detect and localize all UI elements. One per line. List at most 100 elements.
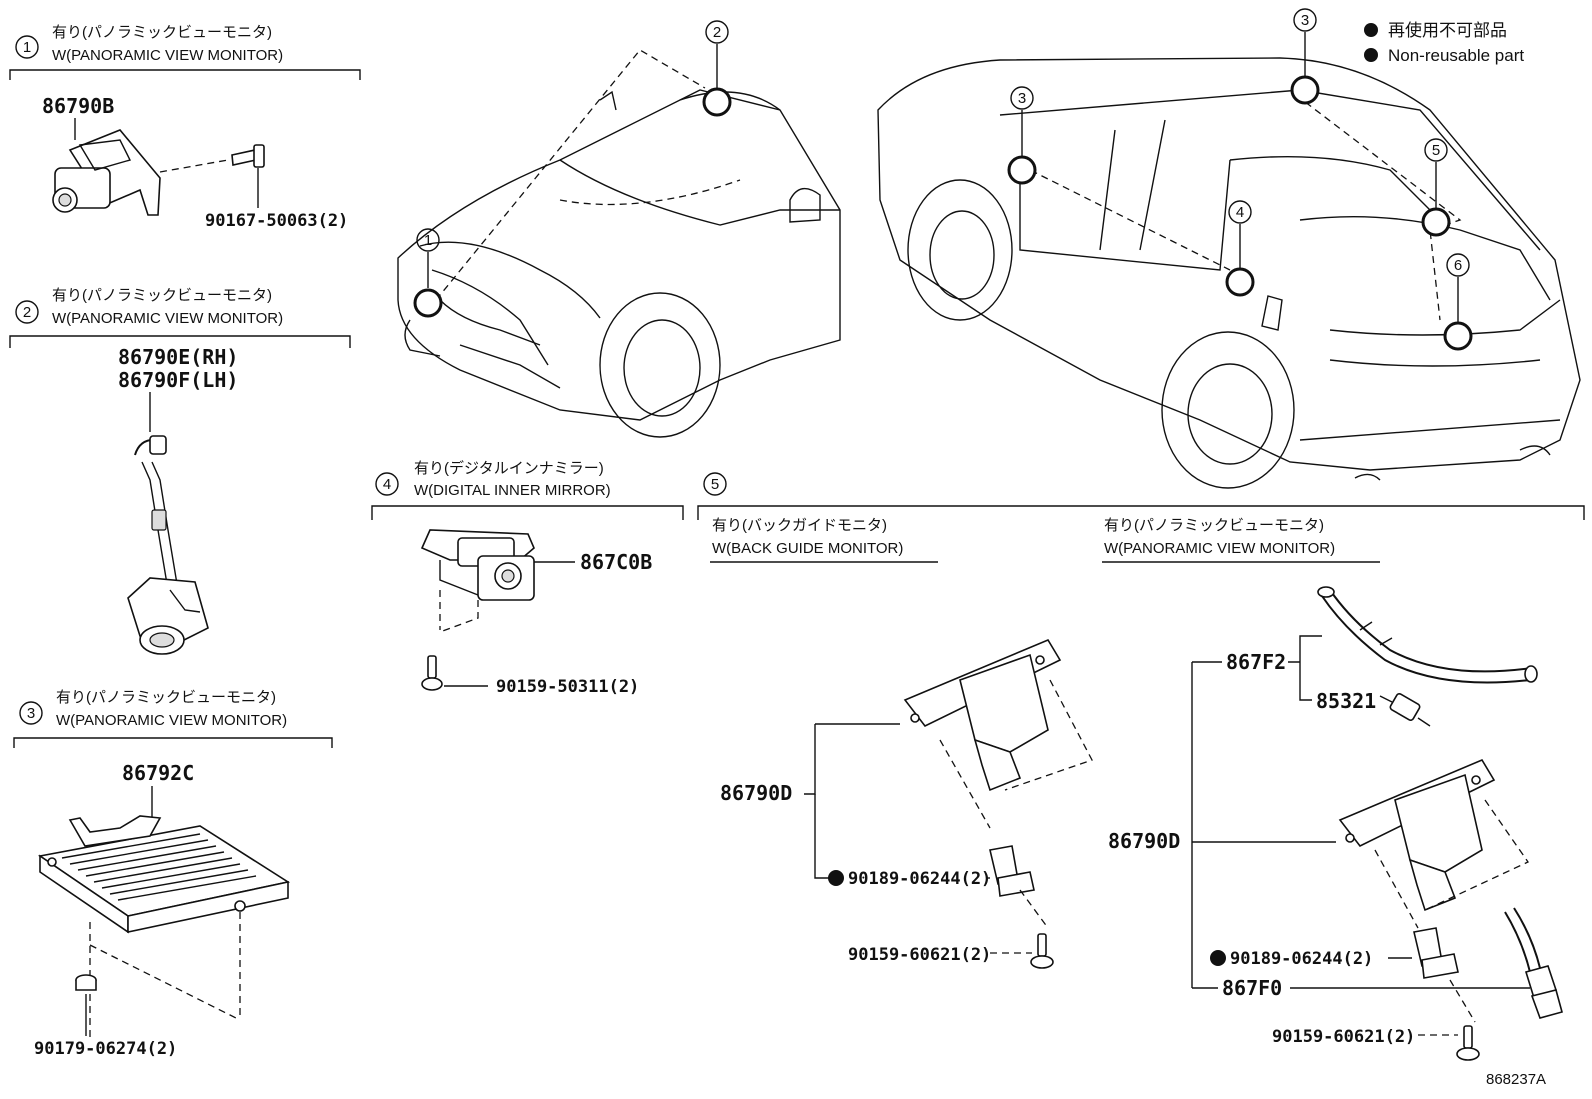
front-camera-86790B[interactable] [52,129,161,216]
ecu-module-86792C[interactable] [37,815,291,934]
screw-90159-60621-b[interactable] [1456,1025,1480,1061]
svg-text:5: 5 [1432,142,1440,159]
part-number-85321[interactable]: 85321 [1316,689,1376,713]
non-reusable-dot-icon [1364,23,1378,37]
group-title-jp: 有り(デジタルインナミラー) [414,459,604,477]
inner-mirror-camera-867C0B[interactable] [420,529,535,601]
subgroup-title-jp: 有り(パノラミックビューモニタ) [1104,517,1324,534]
group-1: 1 有り(パノラミックビューモニタ) W(PANORAMIC VIEW MONI… [9,24,361,231]
nut-90179[interactable] [75,974,97,991]
group-2: 2 有り(パノラミックビューモニタ) W(PANORAMIC VIEW MONI… [9,287,351,655]
subgroup-title-jp: 有り(バックガイドモニタ) [712,517,887,534]
harness-867F0[interactable] [1504,907,1563,1019]
dashed-leader [939,679,1093,829]
group-number: 3 [27,705,35,722]
leader-line [1288,635,1322,701]
dashed-leader [159,159,229,173]
subgroup-title-en: W(BACK GUIDE MONITOR) [712,540,903,557]
part-number-86792C[interactable]: 86792C [122,761,194,785]
part-number-86790D[interactable]: 86790D [720,781,792,805]
group-5: 5 有り(バックガイドモニタ) W(BACK GUIDE MONITOR) 86… [697,472,1585,1061]
callout-3-roof: 3 [1290,8,1320,105]
bracket-line [804,723,900,795]
part-number-90159-60621[interactable]: 90159-60621(2) [848,945,991,965]
part-number-86790B[interactable]: 86790B [42,94,114,118]
rear-camera-86790D-back-guide[interactable] [903,638,1062,792]
location-marker[interactable] [1007,155,1037,185]
bracket-line [814,794,830,879]
bolt-90159-50311[interactable] [421,655,443,691]
subgroup-title-en: W(PANORAMIC VIEW MONITOR) [1104,540,1335,557]
group-title-en: W(PANORAMIC VIEW MONITOR) [52,47,283,64]
bracket-line [1191,661,1222,988]
location-marker[interactable] [1443,321,1473,351]
location-marker[interactable] [1225,267,1255,297]
bolt-90167[interactable] [231,144,265,168]
callout-1: 1 [413,228,443,318]
part-number-90179-06274[interactable]: 90179-06274(2) [34,1039,177,1059]
svg-text:3: 3 [1018,90,1026,107]
location-marker[interactable] [702,87,732,117]
group-title-jp: 有り(パノラミックビューモニタ) [52,24,272,41]
part-number-90189-06244[interactable]: 90189-06244(2) [1230,949,1373,969]
group-title-jp: 有り(パノラミックビューモニタ) [56,689,276,706]
group-bracket [13,737,333,748]
location-marker[interactable] [1290,75,1320,105]
wire-harness-867F2[interactable] [1317,586,1538,684]
group-number: 1 [23,39,31,56]
location-marker[interactable] [1421,207,1451,237]
non-reusable-dot-icon [1364,48,1378,62]
svg-text:1: 1 [424,232,432,249]
svg-text:6: 6 [1454,257,1462,274]
group-3: 3 有り(パノラミックビューモニタ) W(PANORAMIC VIEW MONI… [13,689,333,1059]
svg-text:4: 4 [1236,204,1244,221]
svg-text:3: 3 [1301,12,1309,29]
part-number-86790D[interactable]: 86790D [1108,829,1180,853]
group-bracket [371,505,684,520]
screw-90159-60621-a[interactable] [1030,933,1054,969]
group-number: 2 [23,304,31,321]
group-number-circle [375,472,399,496]
callout-4: 4 [1225,200,1255,297]
clip-90189-a[interactable] [989,845,1035,897]
dashed-leader [439,590,479,633]
non-reusable-dot-icon [828,870,844,886]
part-number-90159-60621[interactable]: 90159-60621(2) [1272,1027,1415,1047]
callout-2: 2 [702,20,732,117]
part-number-86790E[interactable]: 86790E(RH) [118,345,238,369]
dashed-leader [1019,889,1049,929]
legend-label-jp: 再使用不可部品 [1388,20,1507,40]
vehicle-front-illustration [397,49,841,438]
group-4: 4 有り(デジタルインナミラー) W(DIGITAL INNER MIRROR)… [371,459,684,697]
callout-3-side: 3 [1007,86,1037,185]
dashed-leader [1374,799,1529,929]
part-number-86790F[interactable]: 86790F(LH) [118,368,238,392]
group-bracket [697,505,1585,520]
group-bracket [9,335,351,348]
callout-5: 5 [1421,138,1451,237]
part-number-90167-50063[interactable]: 90167-50063(2) [205,211,348,231]
part-number-867F0[interactable]: 867F0 [1222,976,1282,1000]
dashed-leader [1449,979,1476,1023]
rear-camera-86790D-panoramic[interactable] [1338,758,1496,912]
part-number-90159-50311[interactable]: 90159-50311(2) [496,677,639,697]
connector-85321[interactable] [1379,693,1431,727]
diagram-id: 868237A [1486,1071,1546,1088]
location-marker[interactable] [413,288,443,318]
clip-90189-b[interactable] [1413,927,1459,979]
group-number-circle [15,35,39,59]
group-number-circle [703,472,727,496]
group-title-en: W(DIGITAL INNER MIRROR) [414,482,611,499]
part-number-867C0B[interactable]: 867C0B [580,550,652,574]
group-title-en: W(PANORAMIC VIEW MONITOR) [56,712,287,729]
legend: 再使用不可部品 Non-reusable part [1364,20,1524,65]
side-camera-86790E-F[interactable] [127,435,209,655]
dashed-leader [89,912,241,1040]
part-number-867F2[interactable]: 867F2 [1226,650,1286,674]
legend-label-en: Non-reusable part [1388,46,1524,65]
group-bracket [9,69,361,80]
callout-6: 6 [1443,253,1473,351]
group-number: 4 [383,476,391,493]
part-number-90189-06244[interactable]: 90189-06244(2) [848,869,991,889]
